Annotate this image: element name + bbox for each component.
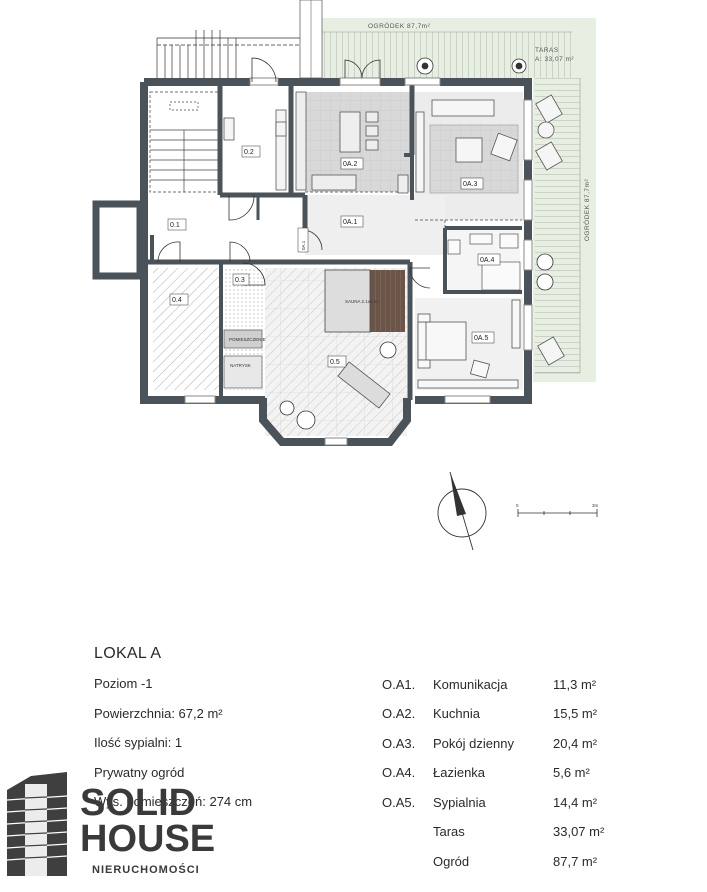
terrace-side [535,78,580,373]
svg-text:0A.3: 0A.3 [463,181,478,188]
interior-stairs [149,91,219,193]
svg-text:SAUNA 2.1x1.m: SAUNA 2.1x1.m [345,299,378,304]
height-text: Wys. pomieszczeń: 274 cm [94,794,253,809]
plants [279,57,554,430]
scale-bar [517,509,598,517]
room-name: Komunikacja [433,677,508,692]
room-area: 87,7 m² [553,854,598,869]
hall-floor [305,195,445,255]
svg-text:0.3: 0.3 [235,277,245,284]
svg-text:0.5: 0.5 [330,359,340,366]
outside-stairs [156,30,300,78]
svg-text:0A.2: 0A.2 [343,161,358,168]
svg-text:0A.1: 0A.1 [301,240,306,250]
svg-text:0A.5: 0A.5 [474,335,489,342]
svg-text:POMIESZCZENIE: POMIESZCZENIE [229,337,266,342]
room-code: O.A2. [382,706,416,721]
side-alcove [92,200,144,280]
logo-line3: NIERUCHOMOŚCI [92,864,200,876]
room-code: O.A1. [382,677,416,692]
svg-text:0A.1: 0A.1 [343,219,358,226]
bedrooms-text: Ilość sypialni: 1 [94,735,183,750]
room-area: 11,3 m² [553,677,597,692]
solid-house-logo: SOLID HOUSE NIERUCHOMOŚCI [0,770,230,892]
scale-max: 3m [592,503,599,508]
room-code: O.A3. [382,736,416,751]
room-name: Kuchnia [433,706,480,721]
room-code: O.A5. [382,795,416,810]
bathroom-fixtures [447,233,521,291]
bedroom-furniture [417,299,521,389]
room04-floor [153,268,219,390]
room-name: Łazienka [433,765,486,780]
garden-side-label: OGRÓDEK 87,7m² [582,179,591,242]
room-area: 33,07 m² [553,824,605,839]
level-text: Poziom -1 [94,676,153,691]
floor-plan: OGRÓDEK 87,7m² OGRÓDEK 87,7m² TARAS A: 3… [92,0,599,551]
compass-icon [437,471,487,551]
room-area: 20,4 m² [553,736,598,751]
windows [184,77,533,446]
room-labels: 0.2 0.1 0A.2 0A.3 0A.1 0A.1 0A.4 0A.5 0.… [167,145,501,368]
terrace-label: TARAS [535,47,559,54]
svg-text:0A.4: 0A.4 [480,257,495,264]
svg-text:NATRYSK: NATRYSK [230,363,251,368]
garden-top-label: OGRÓDEK 87,7m² [368,21,431,30]
room-area: 5,6 m² [553,765,590,780]
room-area: 14,4 m² [553,795,598,810]
svg-text:0.2: 0.2 [244,149,254,156]
unit-title: LOKAL A [94,645,162,662]
room-code: O.A4. [382,765,416,780]
area-text: Powierzchnia: 67,2 m² [94,706,223,721]
kitchen-fixtures [295,91,409,194]
sauna-bench [370,270,405,332]
scale-zero: 0 [516,503,519,508]
room-name: Ogród [433,854,470,869]
room-name: Taras [433,824,465,839]
svg-text:0.4: 0.4 [172,297,182,304]
room-name: Pokój dzienny [433,736,514,751]
terrace-top [322,32,572,78]
room-name: Sypialnia [433,795,486,810]
building-icon [6,772,68,878]
living-furniture [415,99,518,193]
doors [157,57,431,289]
sauna-floor [324,269,371,333]
logo-line2: HOUSE [80,818,216,860]
svg-text:0.1: 0.1 [170,222,180,229]
logo-line1: SOLID [80,782,197,824]
terrace-area: A: 33,07 m² [535,56,574,63]
room-area: 15,5 m² [553,706,598,721]
garden-text: Prywatny ogród [94,765,185,780]
